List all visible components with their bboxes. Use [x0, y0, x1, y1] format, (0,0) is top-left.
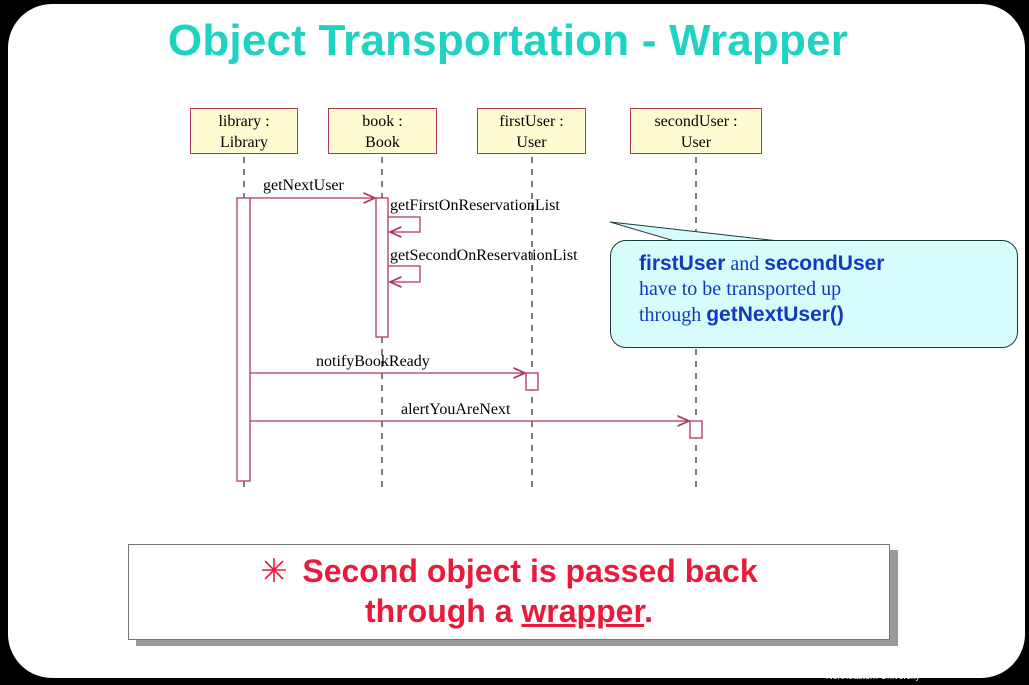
note-line-1: Second object is passed back	[129, 551, 889, 591]
msg-getsecond-label: getSecondOnReservationList	[390, 247, 578, 264]
callout-through: through	[639, 304, 707, 326]
msg-getnextuser-label: getNextUser	[263, 177, 344, 194]
note-text-1: Second object is passed back	[302, 553, 758, 589]
lifeline-library-name: library :	[218, 113, 270, 130]
slide: Object Transportation - Wrapper library …	[8, 4, 1025, 678]
activation-seconduser	[689, 420, 703, 439]
callout-second-user: secondUser	[764, 252, 885, 275]
note-text-2-prefix: through a	[364, 593, 522, 629]
note-line-2: through a wrapper.	[129, 591, 889, 631]
footer-university: Northeastern University	[826, 671, 921, 681]
activation-library	[236, 197, 251, 482]
lifeline-book: book : Book	[328, 108, 437, 154]
lifeline-seconduser: secondUser : User	[630, 108, 762, 154]
summary-note: Second object is passed back through a w…	[128, 544, 890, 640]
callout-line-1: firstUser and secondUser	[639, 251, 1001, 277]
star-bullet-icon	[262, 558, 287, 582]
note-text-2-suffix: .	[644, 593, 654, 629]
callout-method: getNextUser()	[706, 303, 844, 326]
msg-alert-label: alertYouAreNext	[401, 401, 511, 418]
note-text-2-underlined: wrapper	[521, 593, 645, 629]
callout-and: and	[725, 253, 765, 275]
callout-line-3: through getNextUser()	[639, 302, 1001, 328]
lifeline-library-class: Library	[220, 134, 268, 151]
lifeline-seconduser-class: User	[680, 134, 712, 151]
lifeline-firstuser: firstUser : User	[477, 108, 586, 154]
msg-getfirst-label: getFirstOnReservationList	[390, 197, 560, 214]
lifeline-book-class: Book	[365, 134, 400, 151]
slide-title: Object Transportation - Wrapper	[167, 16, 849, 65]
callout-note: firstUser and secondUser have to be tran…	[610, 240, 1018, 348]
callout-first-user: firstUser	[639, 252, 726, 275]
msg-notify-label: notifyBookReady	[316, 353, 430, 370]
msg-getfirst-arrow	[388, 216, 421, 232]
lifeline-firstuser-name: firstUser :	[499, 113, 564, 130]
lifeline-library: library : Library	[190, 108, 298, 154]
callout-line-2: have to be transported up	[639, 278, 842, 300]
activation-firstuser	[525, 372, 539, 391]
msg-getsecond-arrow	[388, 265, 421, 282]
callout-tail	[609, 221, 789, 243]
activation-book	[375, 197, 389, 338]
lifeline-book-name: book :	[362, 113, 403, 130]
lifeline-seconduser-name: secondUser :	[654, 113, 738, 130]
lifeline-firstuser-class: User	[516, 134, 547, 151]
